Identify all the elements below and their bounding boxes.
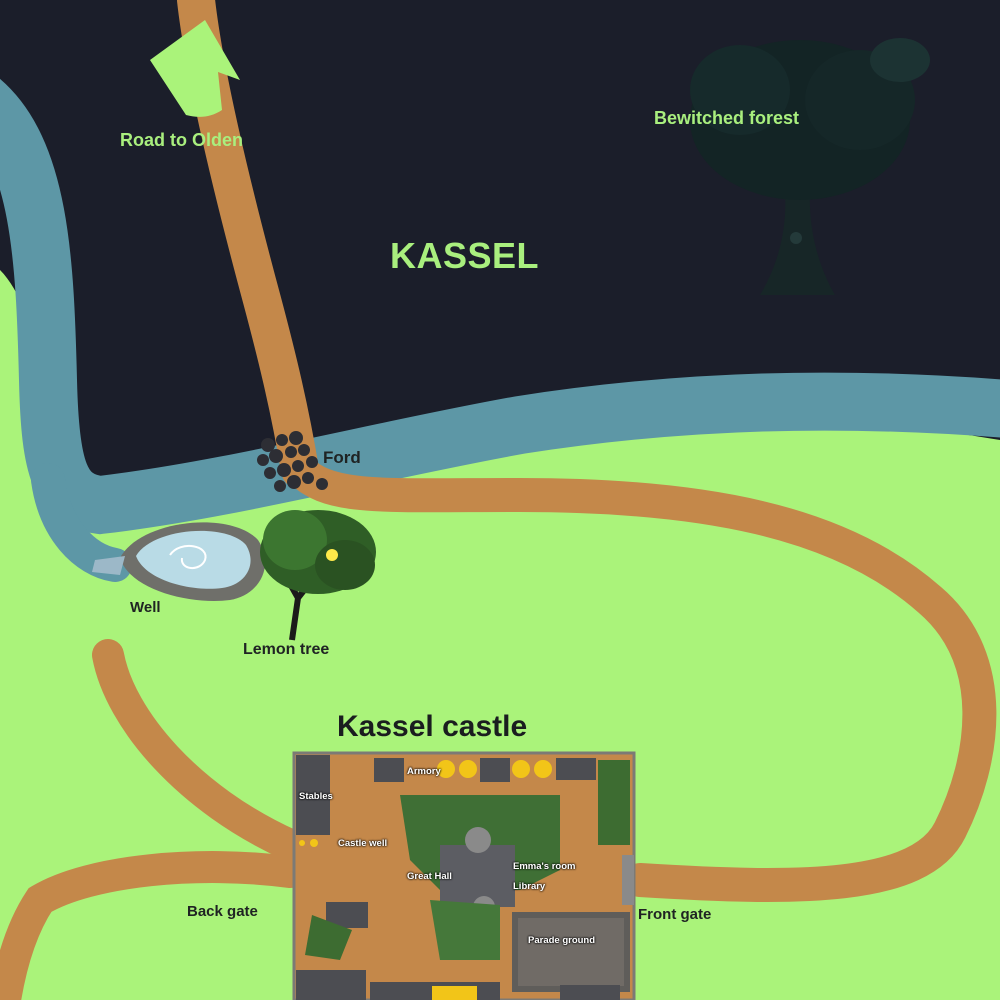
- lemon-tree-icon: [260, 510, 376, 641]
- label-back-gate: Back gate: [187, 903, 258, 920]
- road-west-to-back-gate: [92, 639, 306, 861]
- label-kassel-castle: Kassel castle: [337, 710, 528, 743]
- label-armory: Armory: [407, 766, 441, 777]
- label-library: Library: [513, 881, 546, 892]
- label-castle-well: Castle well: [338, 838, 388, 849]
- road-ford-to-front-gate: [283, 453, 997, 902]
- map-title: KASSEL: [390, 235, 540, 276]
- label-road-to-olden: Road to Olden: [120, 130, 243, 150]
- north-arrow-icon: [150, 20, 240, 117]
- well-pond-icon: [92, 522, 266, 601]
- river: [0, 78, 1000, 535]
- label-stables: Stables: [299, 791, 333, 802]
- label-well: Well: [130, 599, 161, 616]
- label-emmas-room: Emma's room: [513, 861, 576, 872]
- road-back-gate-south: [0, 851, 306, 1000]
- ford-stones-icon: [257, 431, 328, 492]
- label-lemon-tree: Lemon tree: [243, 641, 330, 658]
- label-great-hall: Great Hall: [407, 871, 452, 882]
- label-ford: Ford: [323, 448, 361, 467]
- label-bewitched-forest: Bewitched forest: [654, 108, 800, 128]
- label-parade-ground: Parade ground: [528, 935, 596, 946]
- label-front-gate: Front gate: [638, 906, 712, 923]
- castle-plan-icon: [292, 751, 636, 1000]
- bewitched-tree-icon: [690, 38, 930, 295]
